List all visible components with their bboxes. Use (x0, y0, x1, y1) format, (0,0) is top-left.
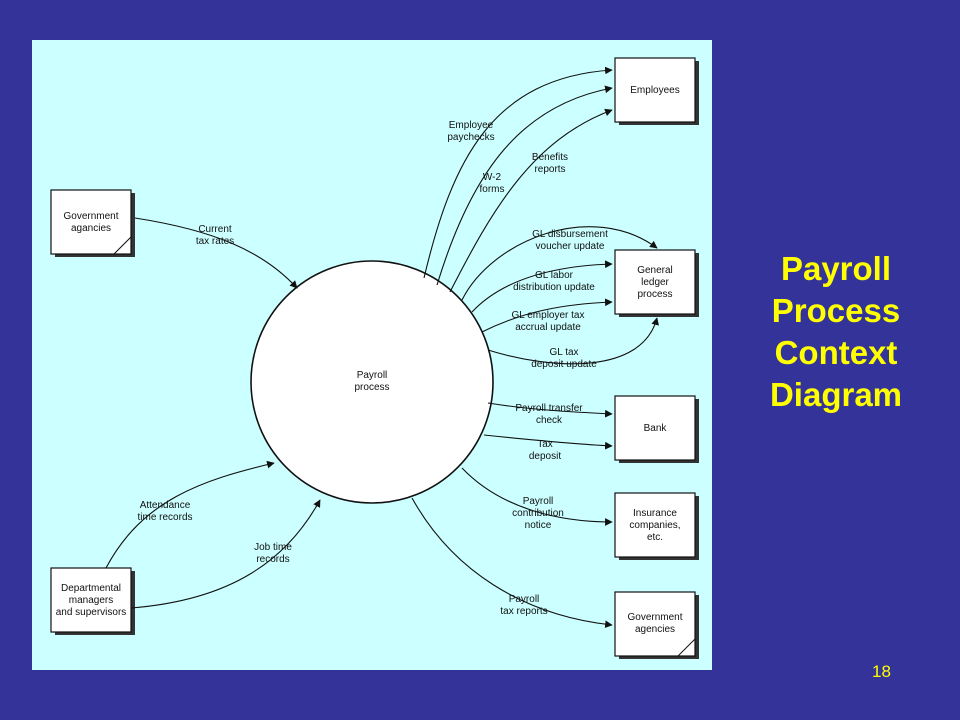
flow-label-line: Current (198, 224, 232, 235)
entity-line: agencies (635, 624, 675, 635)
entity-line: and supervisors (56, 607, 127, 618)
entity-line: managers (69, 595, 113, 606)
flow-label-line: GL labor (535, 270, 574, 281)
flow-label-line: distribution update (513, 282, 595, 293)
entity-bank: Bank (614, 395, 699, 463)
entity-line: process (637, 289, 672, 300)
flow-arrow-gl-tax-deposit (487, 317, 659, 365)
flow-label-line: Benefits (532, 152, 568, 163)
entity-line: Government (627, 612, 682, 623)
flow-label-line: GL employer tax (512, 310, 585, 321)
flow-arrow-benefits-reports (449, 108, 613, 293)
flow-label-line: Tax (537, 439, 553, 450)
slide-title-line: Context (774, 334, 898, 371)
flow-arrow-current-tax-rates (134, 217, 298, 289)
svg-text:Employees: Employees (630, 85, 679, 96)
entity-line: companies, (629, 520, 680, 531)
slide-title: Payroll Process Context Diagram (722, 248, 950, 416)
entity-line: Bank (644, 423, 668, 434)
flow-label-line: tax rates (196, 236, 234, 247)
flow-arrow-w2-forms (436, 85, 613, 286)
flow-label-line: time records (137, 512, 192, 523)
entity-line: agancies (71, 223, 111, 234)
flow-label-line: W-2 (483, 172, 502, 183)
flow-label-line: deposit (529, 451, 561, 462)
flow-arrow-gl-employer-tax (481, 298, 613, 333)
flow-arrow-payroll-transfer (487, 402, 613, 418)
flow-arrow-tax-deposit (483, 434, 613, 450)
flow-label-line: contribution (512, 508, 564, 519)
flow-label-line: GL tax (549, 347, 578, 358)
flow-label-line: Payroll (509, 594, 540, 605)
slide-title-line: Diagram (769, 376, 903, 413)
process-line: process (354, 382, 389, 393)
flow-label-line: Employee (449, 120, 494, 131)
entity-line: etc. (647, 532, 663, 543)
flow-arrow-gl-labor (471, 260, 613, 313)
flow-arrow-payroll-tax-reports (411, 497, 613, 629)
flow-label-line: voucher update (536, 241, 605, 252)
entity-line: Departmental (61, 583, 121, 594)
flow-label-line: deposit update (531, 359, 597, 370)
entity-employees: Employees (614, 57, 699, 125)
flow-label-line: check (536, 415, 563, 426)
flow-label-line: accrual update (515, 322, 581, 333)
flow-label-line: GL disbursement (532, 229, 608, 240)
flow-label-line: Payroll (523, 496, 554, 507)
flow-label-line: Job time (254, 542, 292, 553)
flow-label-line: reports (534, 164, 565, 175)
flow-arrow-attendance (105, 460, 275, 569)
entity-line: General (637, 265, 673, 276)
flow-label-line: Attendance (140, 500, 191, 511)
entity-line: Insurance (633, 508, 677, 519)
flow-arrow-gl-disbursement (461, 226, 658, 301)
entity-line: Employees (630, 85, 679, 96)
flow-arrow-payroll-contribution (461, 467, 613, 526)
slide-title-line: Payroll (780, 250, 892, 287)
entity-line: Government (63, 211, 118, 222)
entity-line: ledger (641, 277, 669, 288)
process-line: Payroll (357, 370, 388, 381)
flow-label-line: notice (525, 520, 552, 531)
flow-arrow-job-time (130, 499, 321, 609)
flow-label-line: tax reports (500, 606, 547, 617)
flow-arrow-employee-paychecks (423, 66, 613, 279)
svg-text:Bank: Bank (644, 423, 668, 434)
flow-label-line: forms (480, 184, 505, 195)
flow-label-line: records (256, 554, 289, 565)
slide-title-line: Process (771, 292, 901, 329)
slide-number: 18 (872, 662, 891, 681)
flow-label-line: paychecks (447, 132, 494, 143)
flow-label-line: Payroll transfer (515, 403, 583, 414)
